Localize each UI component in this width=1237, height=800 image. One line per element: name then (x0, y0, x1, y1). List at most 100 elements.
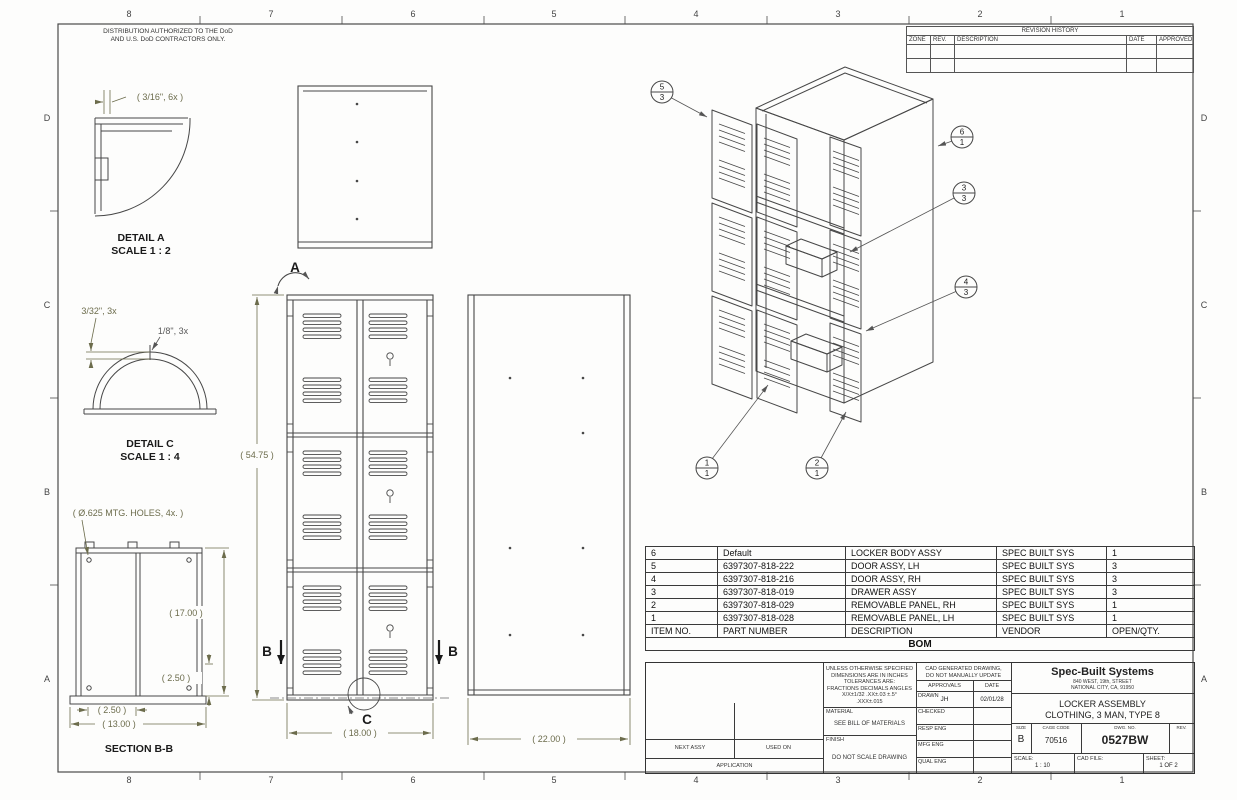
rev-header-rev: REV. (930, 35, 955, 45)
bom-cell-item: 1 (645, 611, 718, 625)
iso-louvers (718, 123, 860, 401)
zone-row-label: C (44, 300, 51, 310)
section-bb-view: ( 17.00 ) ( 2.50 ) ( 2.50 ) ( 13.00 ) ( … (69, 508, 229, 755)
rev-header-approved: APPROVED (1156, 35, 1194, 45)
bom-cell-item: 6 (645, 546, 718, 560)
zone-col-label: 3 (835, 775, 840, 785)
tolerance-line: UNLESS OTHERWISE SPECIFIED (825, 666, 914, 672)
front-height-dim: ( 54.75 ) (240, 450, 274, 460)
balloon-item-2: 2 1 (805, 411, 847, 480)
tb-line (823, 707, 916, 708)
bom-row: 5 6397307-818-222 DOOR ASSY, LH SPEC BUI… (645, 559, 1195, 573)
bom-cell-part: 6397307-818-019 (717, 585, 846, 599)
size-value: B (1017, 734, 1025, 745)
detail-c-title: DETAIL C (126, 438, 174, 450)
cad-note-line1: CAD GENERATED DRAWING, (925, 666, 1002, 672)
zone-row-label: A (1201, 674, 1207, 684)
zone-row-label: A (44, 674, 50, 684)
zone-col-label: 8 (126, 9, 131, 19)
tb-line (1081, 723, 1082, 753)
door-locks (386, 352, 394, 638)
bom-cell-qty: 3 (1106, 585, 1195, 599)
scale-label: SCALE: (1014, 756, 1034, 762)
bom-header-qty: OPEN/QTY. (1106, 624, 1195, 638)
drawing-title-line2: CLOTHING, 3 MAN, TYPE 8 (1045, 710, 1160, 720)
title-block: NEXT ASSY USED ON APPLICATION UNLESS OTH… (645, 662, 1195, 774)
tb-line (1031, 723, 1032, 753)
bom-cell-vendor: SPEC BUILT SYS (996, 598, 1107, 612)
date-header: DATE (984, 683, 1000, 689)
revision-history-title: REVISION HISTORY (906, 26, 1194, 36)
bom-row: 6 Default LOCKER BODY ASSY SPEC BUILT SY… (645, 546, 1195, 560)
rev-header-zone: ZONE (906, 35, 931, 45)
zone-row-label: C (1201, 300, 1208, 310)
bom-cell-item: 2 (645, 598, 718, 612)
cad-note: CAD GENERATED DRAWING, DO NOT MANUALLY U… (918, 666, 1009, 679)
resp-eng-label: RESP ENG (918, 726, 947, 732)
balloon-item-5: 5 3 (650, 80, 708, 118)
bom-row: 4 6397307-818-216 DOOR ASSY, RH SPEC BUI… (645, 572, 1195, 586)
tb-line (916, 680, 1011, 681)
side-width-dim: ( 22.00 ) (532, 734, 566, 744)
balloon-qty-number: 1 (815, 469, 820, 478)
rev-header-description: DESCRIPTION (954, 35, 1127, 45)
used-on-label: USED ON (765, 745, 792, 751)
sheet-frame (57, 23, 1194, 773)
tb-line (916, 707, 1011, 708)
bom-cell-desc: REMOVABLE PANEL, RH (845, 598, 997, 612)
company-name: Spec-Built Systems (1051, 666, 1154, 678)
tolerance-line: .XXX±.015 (856, 698, 883, 705)
bom-cell-part: Default (717, 546, 846, 560)
bom-cell-vendor: SPEC BUILT SYS (996, 585, 1107, 599)
bom-cell-part: 6397307-818-216 (717, 572, 846, 586)
drawing-title-line1: LOCKER ASSEMBLY (1059, 699, 1146, 709)
front-width-dim: ( 18.00 ) (343, 728, 377, 738)
company-address-line2: NATIONAL CITY, CA, 91950 (1071, 685, 1134, 691)
zone-row-label: B (44, 487, 50, 497)
bom-cell-qty: 3 (1106, 572, 1195, 586)
section-bb-dim-holes: ( Ø.625 MTG. HOLES, 4x. ) (73, 508, 184, 518)
bom-cell-vendor: SPEC BUILT SYS (996, 611, 1107, 625)
bom-cell-qty: 1 (1106, 546, 1195, 560)
tb-line (916, 740, 1011, 741)
bom-cell-vendor: SPEC BUILT SYS (996, 572, 1107, 586)
tb-line (1143, 753, 1144, 773)
bom-cell-desc: DOOR ASSY, LH (845, 559, 997, 573)
bom-cell-qty: 1 (1106, 611, 1195, 625)
company-address-line1: 840 WEST, 19th, STREET (1073, 679, 1132, 685)
distribution-note: DISTRIBUTION AUTHORIZED TO THE DoD AND U… (78, 28, 258, 44)
balloon-item-number: 3 (962, 184, 967, 193)
balloon-qty-number: 3 (964, 288, 969, 297)
rev-empty-cell (1126, 58, 1157, 73)
bom-cell-part: 6397307-818-222 (717, 559, 846, 573)
distribution-note-line2: AND U.S. DoD CONTRACTORS ONLY. (110, 36, 226, 43)
zone-col-label: 8 (126, 775, 131, 785)
top-view (297, 85, 433, 249)
balloon-item-4: 4 3 (865, 275, 978, 332)
tb-line (1011, 693, 1194, 694)
cad-file-label: CAD FILE: (1077, 756, 1104, 762)
tolerance-line: X/X±1/32 .XX±.03 ±.5° (842, 692, 897, 698)
detail-a-dim-holes: ( 3/16", 6x ) (137, 92, 183, 102)
zone-col-label: 6 (410, 775, 415, 785)
scale-value: 1 : 10 (1034, 763, 1050, 769)
zone-col-label: 7 (268, 775, 273, 785)
tolerance-note: UNLESS OTHERWISE SPECIFIED DIMENSIONS AR… (824, 666, 915, 705)
zone-col-label: 4 (693, 9, 698, 19)
rev-empty-cell (1126, 44, 1157, 59)
finish-label: FINISH (826, 737, 845, 743)
detail-a-view: ( 3/16", 6x ) DETAIL A SCALE 1 : 2 (94, 90, 191, 257)
rev-empty-cell (930, 44, 955, 59)
balloon-item-number: 4 (964, 278, 969, 287)
tb-line (916, 691, 1011, 692)
section-bb-dim-250h: ( 2.50 ) (98, 705, 127, 715)
qual-eng-label: QUAL ENG (918, 759, 947, 765)
tb-divider (823, 663, 824, 773)
drawing-title: LOCKER ASSEMBLY CLOTHING, 3 MAN, TYPE 8 (1011, 699, 1194, 721)
zone-col-label: 5 (551, 775, 556, 785)
zone-col-label: 6 (410, 9, 415, 19)
do-not-scale-note: DO NOT SCALE DRAWING (831, 755, 907, 761)
detail-c-view: 3/32", 3x 1/8", 3x DETAIL C SCALE 1 : 4 (81, 306, 217, 463)
bom-header-row: ITEM NO. PART NUMBER DESCRIPTION VENDOR … (645, 624, 1195, 638)
